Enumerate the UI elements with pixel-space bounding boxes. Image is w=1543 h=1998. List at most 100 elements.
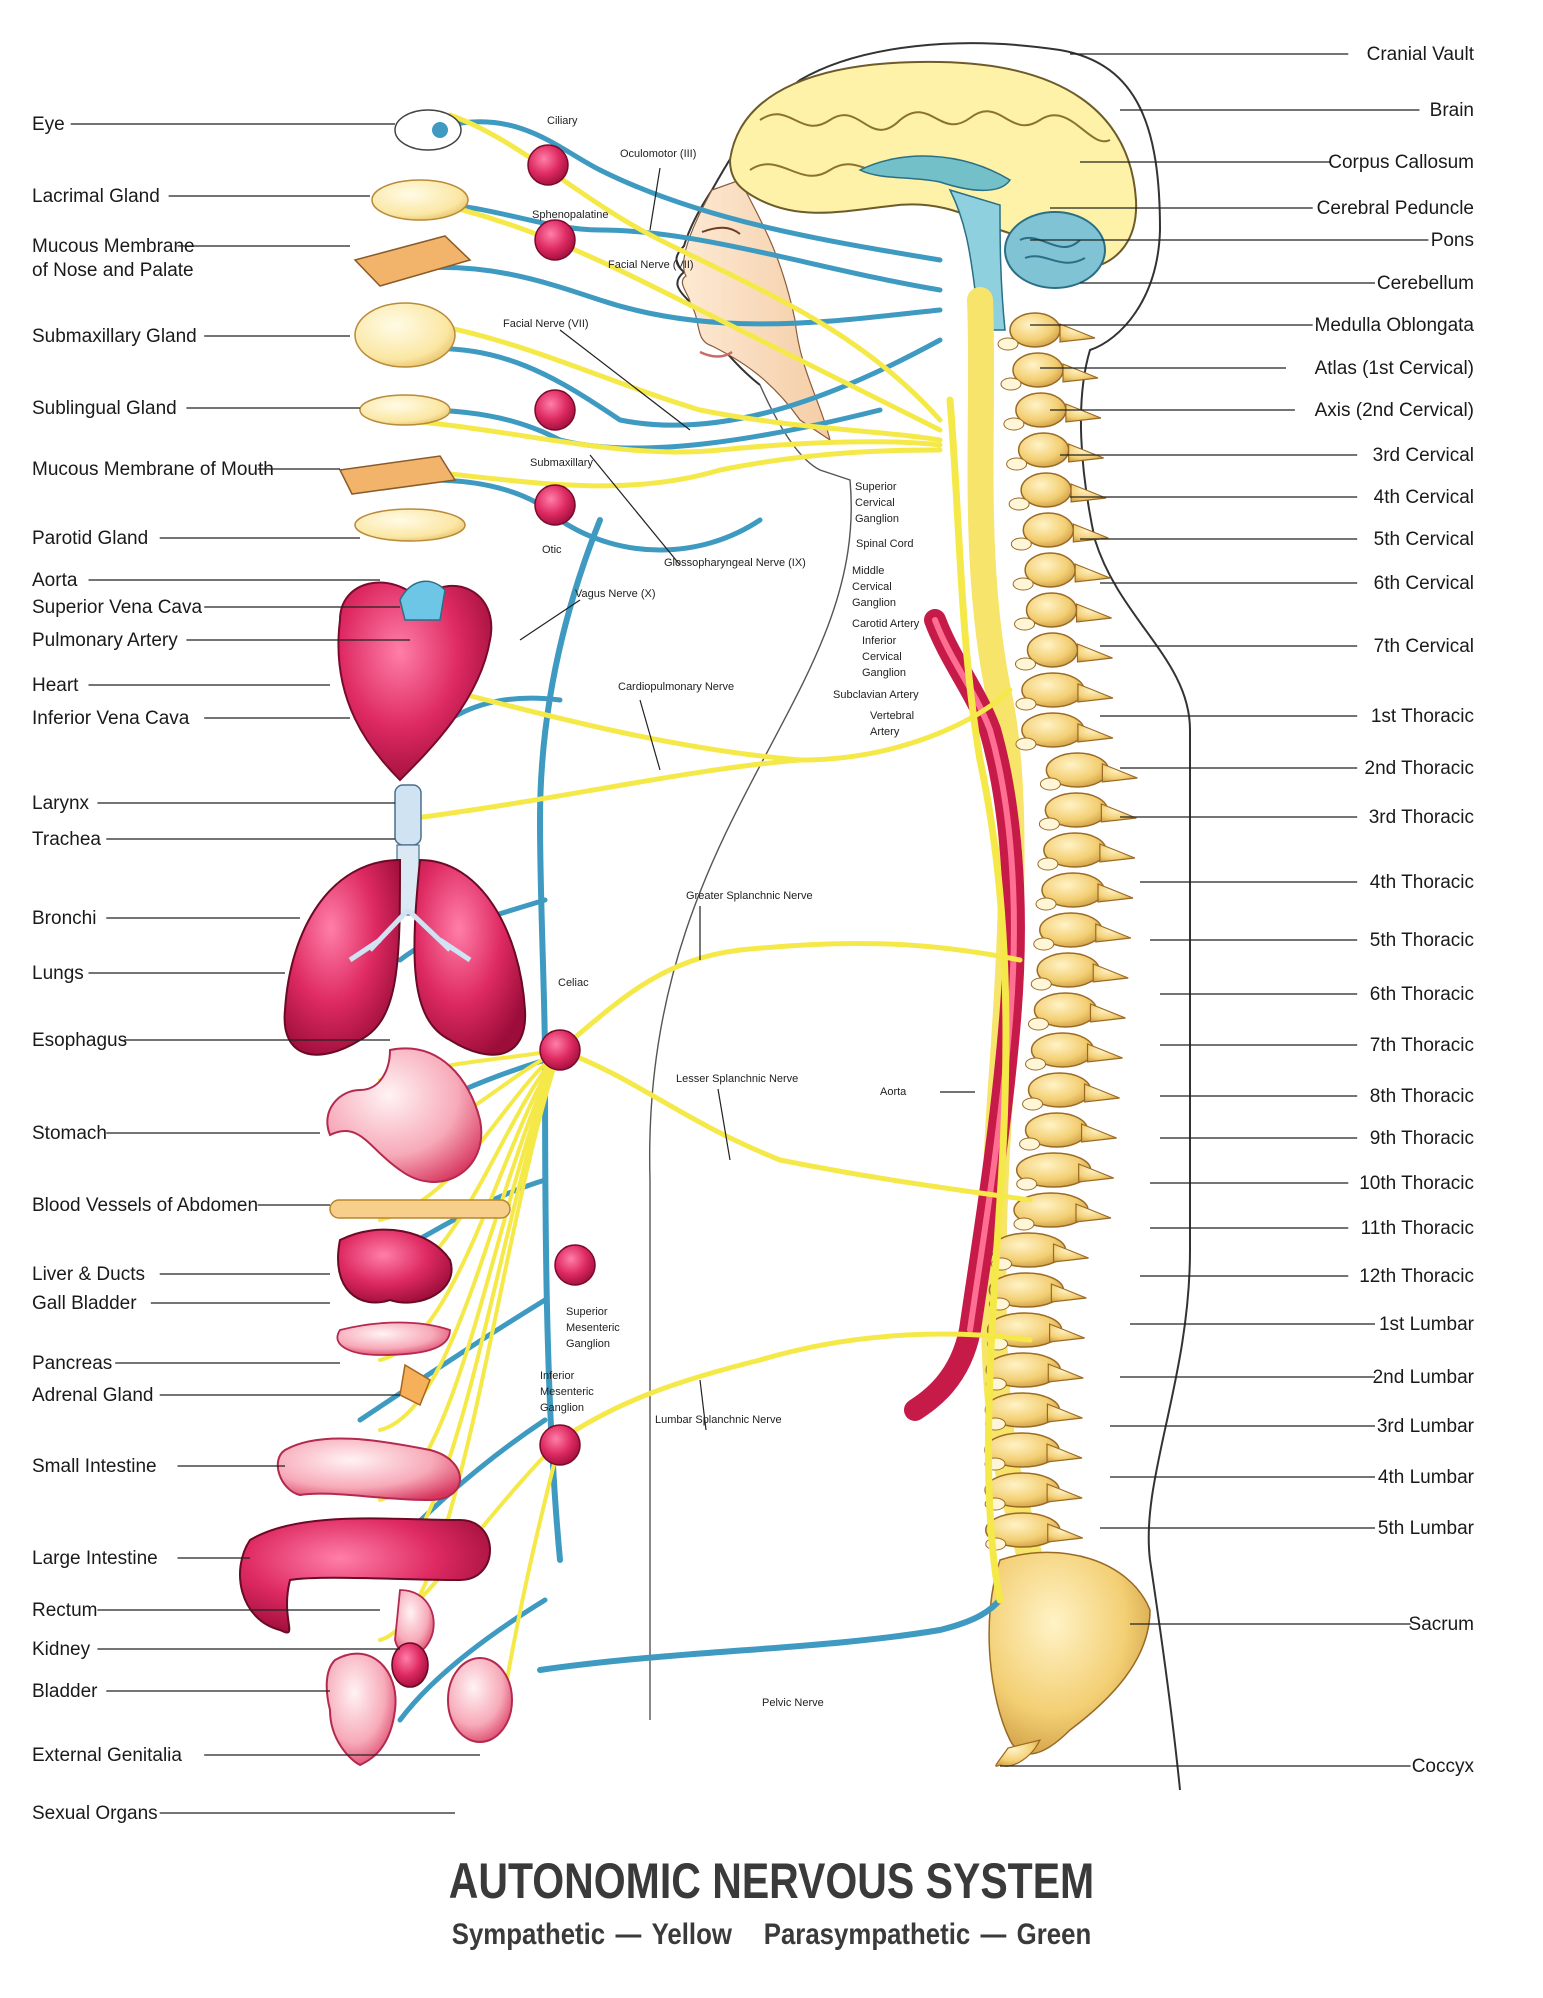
eye-iris (432, 122, 448, 138)
lesser-splanchnic-nerve (557, 1047, 1033, 1203)
label-sacrum: Sacrum (1409, 1614, 1474, 1635)
sympathetic-nerve (447, 112, 943, 423)
abdominal-vessel-organ (329, 1199, 511, 1219)
ganglion-node (534, 219, 576, 261)
label-heart: Heart (32, 675, 79, 696)
ganglion-node (539, 1029, 581, 1071)
genital-organ (447, 1657, 513, 1743)
large-intestine-organ (239, 1517, 491, 1634)
label-mucous-membrane: Mucous Membrane (32, 236, 195, 257)
sympathetic-nerve (498, 1438, 562, 1722)
label-4th-lumbar: 4th Lumbar (1378, 1467, 1475, 1488)
label-3rd-thoracic: 3rd Thoracic (1369, 807, 1474, 828)
label-10th-thoracic: 10th Thoracic (1359, 1173, 1474, 1194)
nose-palate-membrane-organ (353, 235, 472, 287)
inner-label-ganglion: Ganglion (852, 597, 896, 609)
label-esophagus: Esophagus (32, 1030, 127, 1051)
legend-parasympathetic: Parasympathetic (763, 1918, 971, 1951)
label-cerebral-peduncle: Cerebral Peduncle (1317, 198, 1474, 219)
label-3rd-lumbar: 3rd Lumbar (1377, 1416, 1475, 1437)
intervertebral-foramen (1016, 1177, 1038, 1191)
small-intestine-organ (276, 1437, 461, 1502)
intervertebral-foramen (1013, 1217, 1035, 1231)
ganglion-node (534, 389, 576, 431)
spinous-process (1050, 1283, 1087, 1303)
label-atlas-1st-cervical: Atlas (1st Cervical) (1315, 358, 1474, 379)
vagus-nerve (536, 517, 603, 1563)
inner-label-inferior: Inferior (862, 635, 897, 647)
spinous-process (1049, 1323, 1085, 1343)
leader-line (639, 699, 661, 771)
label-kidney: Kidney (32, 1639, 91, 1660)
diagram-subtitle: Sympathetic—Yellow Parasympathetic—Green (108, 1918, 1435, 1952)
label-cerebellum: Cerebellum (1377, 273, 1474, 294)
label-5th-cervical: 5th Cervical (1374, 529, 1474, 550)
sympathetic-nerve (407, 447, 943, 489)
eye-organ (394, 109, 462, 151)
spinous-process (1083, 1083, 1120, 1103)
ganglion-node (539, 1424, 581, 1466)
parasympathetic-nerve (427, 477, 763, 553)
spinous-process (1059, 323, 1096, 343)
spinous-process (1077, 723, 1114, 743)
spinous-process (1089, 1003, 1126, 1023)
inner-label-lesser-splanchnic-nerve: Lesser Splanchnic Nerve (676, 1073, 798, 1085)
parotid-gland-organ (354, 508, 466, 542)
label-submaxillary-gland: Submaxillary Gland (32, 326, 197, 347)
spinous-process (1068, 443, 1104, 463)
ganglion-node (534, 484, 576, 526)
inner-label-ganglion: Ganglion (855, 513, 899, 525)
spinous-process (1046, 1483, 1083, 1503)
label-bronchi: Bronchi (32, 908, 96, 929)
inner-label-lumbar-splanchnic-nerve: Lumbar Splanchnic Nerve (655, 1414, 782, 1426)
inner-label-artery: Artery (870, 726, 900, 738)
sublingual-gland-organ (359, 394, 451, 426)
inner-label-ciliary: Ciliary (547, 115, 578, 127)
inner-label-aorta: Aorta (880, 1086, 907, 1098)
leader-line (699, 1379, 707, 1431)
label-pancreas: Pancreas (32, 1353, 112, 1374)
legend-sympathetic: Sympathetic (451, 1918, 606, 1951)
spinous-process (1074, 563, 1111, 583)
inner-label-subclavian-artery: Subclavian Artery (833, 689, 919, 701)
label-inferior-vena-cava: Inferior Vena Cava (32, 708, 190, 729)
legend-yellow: Yellow (651, 1918, 732, 1951)
label-liver-ducts: Liver & Ducts (32, 1264, 145, 1285)
inner-label-mesenteric: Mesenteric (540, 1386, 594, 1398)
leader-line (589, 454, 681, 566)
label-5th-lumbar: 5th Lumbar (1378, 1518, 1475, 1539)
pancreas-organ (336, 1321, 451, 1356)
spinous-process (1072, 523, 1109, 543)
label-parotid-gland: Parotid Gland (32, 528, 148, 549)
leader-line (717, 1088, 731, 1161)
leader-line (519, 599, 581, 641)
spinous-process (1047, 1523, 1083, 1543)
label-2nd-lumbar: 2nd Lumbar (1373, 1367, 1475, 1388)
aortic-arch (399, 580, 446, 621)
inner-label-vertebral: Vertebral (870, 710, 914, 722)
intervertebral-foramen (997, 337, 1019, 351)
ganglion-node (554, 1244, 596, 1286)
label-12th-thoracic: 12th Thoracic (1359, 1266, 1474, 1287)
label-coccyx: Coccyx (1412, 1756, 1475, 1777)
spinous-process (1095, 923, 1131, 943)
label-sublingual-gland: Sublingual Gland (32, 398, 177, 419)
organs (239, 109, 596, 1767)
label-pulmonary-artery: Pulmonary Artery (32, 630, 178, 651)
sympathetic-nerve (417, 197, 943, 433)
diagram-title: AUTONOMIC NERVOUS SYSTEM (448, 1853, 1095, 1909)
legend-dash: — (615, 1918, 642, 1951)
heart-organ (337, 581, 493, 782)
parasympathetic-nerve (407, 337, 943, 428)
label-sexual-organs: Sexual Organs (32, 1803, 158, 1824)
intervertebral-foramen (1012, 577, 1034, 591)
label-5th-thoracic: 5th Thoracic (1370, 930, 1474, 951)
lumbar-splanchnic-nerve (557, 1331, 1033, 1443)
label-7th-cervical: 7th Cervical (1374, 636, 1474, 657)
label-7th-thoracic: 7th Thoracic (1370, 1035, 1474, 1056)
inner-label-superior: Superior (855, 481, 897, 493)
label-adrenal-gland: Adrenal Gland (32, 1385, 153, 1406)
label-2nd-thoracic: 2nd Thoracic (1365, 758, 1475, 779)
